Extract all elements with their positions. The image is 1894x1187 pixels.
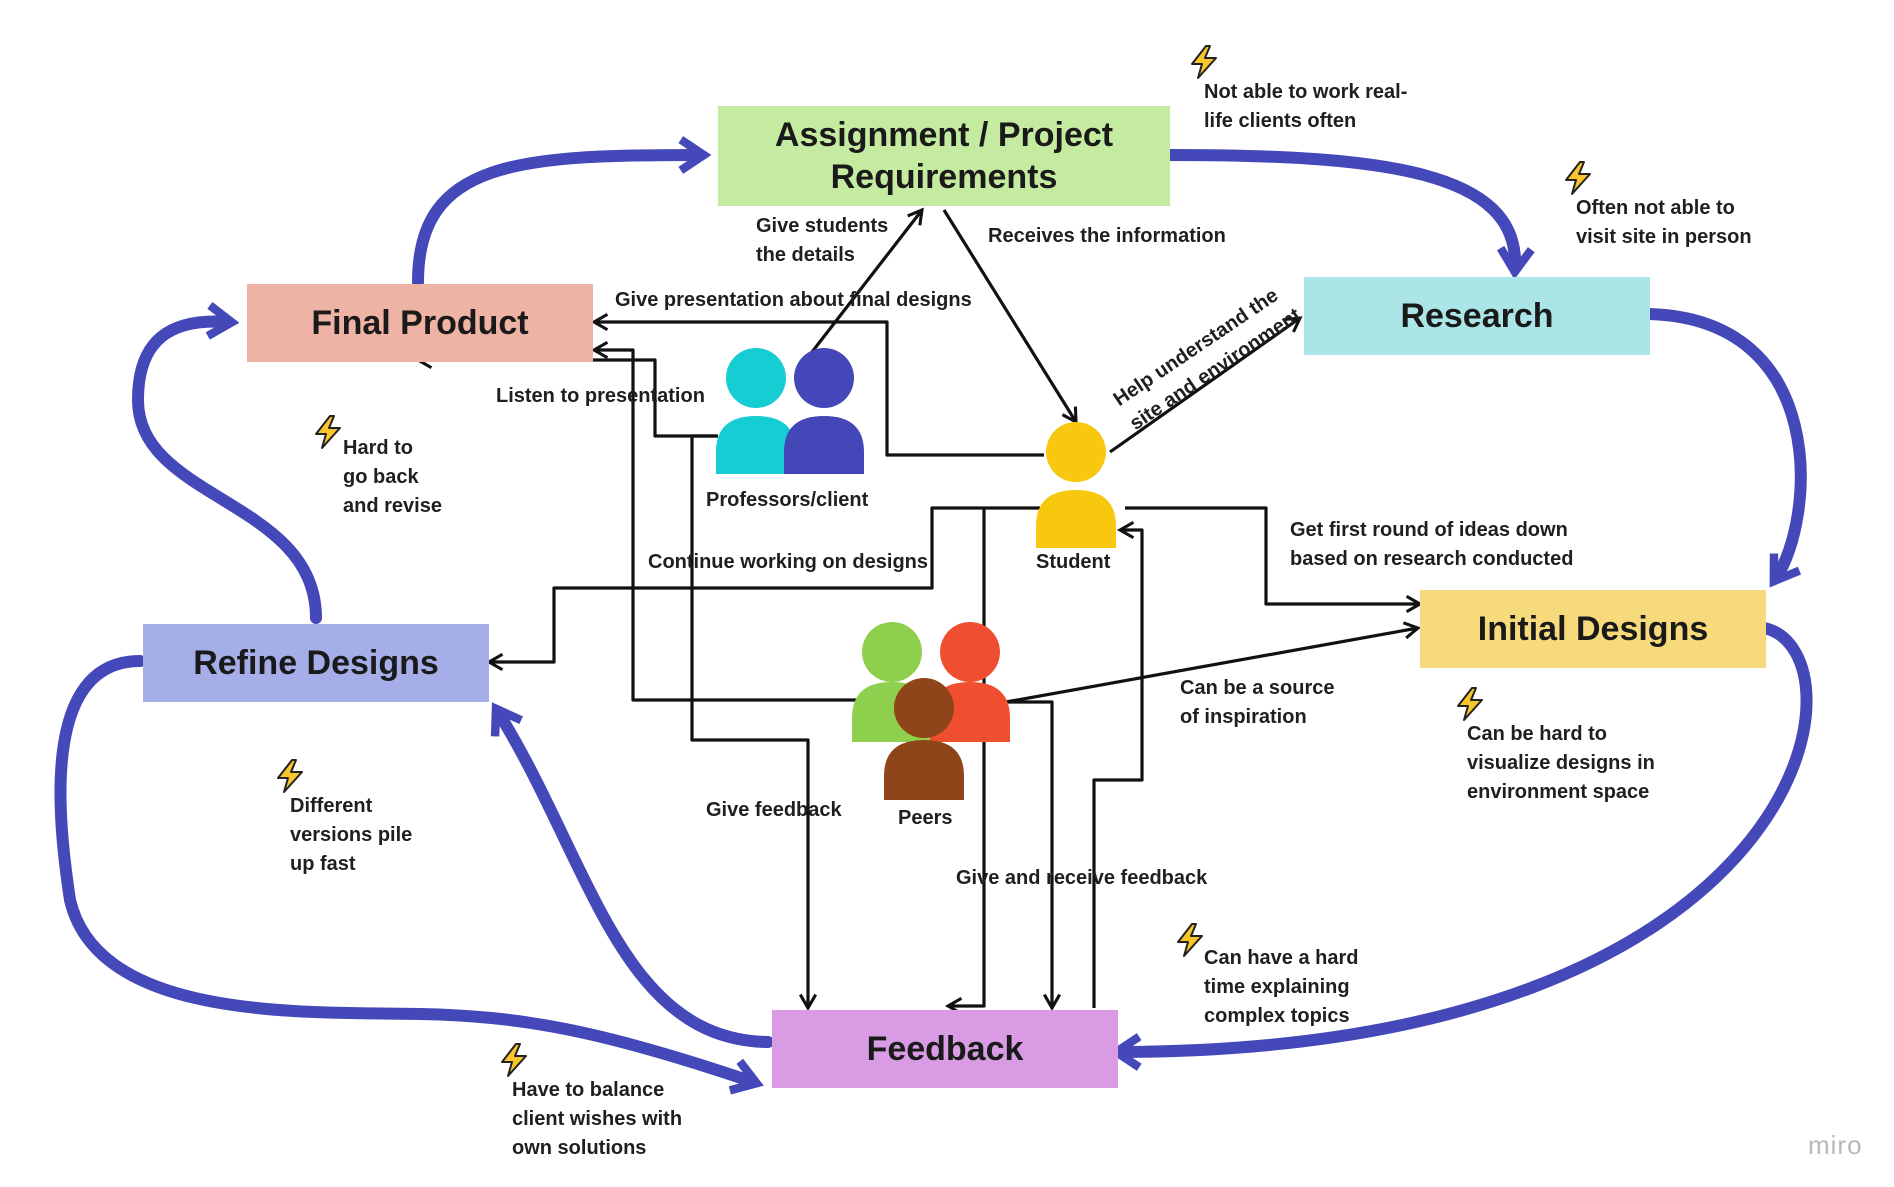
flow-initial-to-feedback bbox=[1108, 622, 1813, 1071]
edge-student-to-initial bbox=[1125, 506, 1424, 614]
professors-icon bbox=[716, 348, 864, 474]
pain-point-go-back: Hard to go back and revise bbox=[343, 437, 442, 517]
edge-feedback-to-student bbox=[1092, 520, 1144, 1008]
flow-refine-to-feedback bbox=[54, 655, 764, 1095]
actor-label-professors: Professors/client bbox=[706, 489, 869, 511]
node-initial-designs: Initial Designs bbox=[1420, 590, 1766, 668]
node-research: Research bbox=[1304, 277, 1650, 355]
edge-label-continue-working: Continue working on designs bbox=[648, 551, 928, 573]
node-assignment: Assignment / Project Requirements bbox=[718, 106, 1170, 206]
lightning-bolt-icon bbox=[277, 759, 303, 793]
edge-label-source-inspiration: Can be a source of inspiration bbox=[1180, 677, 1335, 728]
edge-student-to-research bbox=[1109, 316, 1303, 454]
edge-label-give-feedback: Give feedback bbox=[706, 799, 842, 821]
node-refine-designs: Refine Designs bbox=[143, 624, 489, 702]
node-final-product: Final Product bbox=[247, 284, 593, 362]
flow-assignment-to-research bbox=[1162, 149, 1535, 280]
lightning-bolt-icon bbox=[1565, 161, 1591, 195]
edge-label-first-round: Get first round of ideas down based on r… bbox=[1290, 519, 1574, 570]
edge-label-receives-info: Receives the information bbox=[988, 225, 1226, 247]
lightning-bolt-icon bbox=[315, 415, 341, 449]
lightning-bolt-icon bbox=[1457, 687, 1483, 721]
lightning-bolt-icon bbox=[1191, 45, 1217, 79]
student-icon bbox=[1036, 422, 1116, 548]
flow-feedback-to-refine bbox=[490, 702, 774, 1048]
edge-peers-to-feedback bbox=[1008, 700, 1062, 1012]
edge-student-to-final-product bbox=[590, 312, 1044, 457]
node-feedback: Feedback bbox=[772, 1010, 1118, 1088]
peers-icon bbox=[852, 622, 1010, 800]
pain-point-real-clients: Not able to work real- life clients ofte… bbox=[1204, 81, 1408, 132]
edge-label-give-details: Give students the details bbox=[756, 215, 889, 266]
lightning-bolt-icon bbox=[1177, 923, 1203, 957]
lightning-bolt-icon bbox=[501, 1043, 527, 1077]
pain-point-versions: Different versions pile up fast bbox=[290, 795, 413, 875]
actor-label-student: Student bbox=[1036, 551, 1111, 573]
pain-point-visit-site: Often not able to visit site in person bbox=[1576, 197, 1752, 248]
pain-point-explaining: Can have a hard time explaining complex … bbox=[1204, 947, 1359, 1027]
edge-peers-to-initial bbox=[1005, 621, 1422, 704]
actor-label-peers: Peers bbox=[898, 807, 953, 829]
edge-professors-to-feedback bbox=[690, 434, 818, 1012]
edge-professors-to-assignment bbox=[810, 207, 924, 353]
edge-label-give-receive-feedback: Give and receive feedback bbox=[956, 867, 1208, 889]
edge-label-listen-presentation: Listen to presentation bbox=[496, 385, 705, 407]
flow-final-to-assignment bbox=[412, 136, 712, 288]
pain-point-balance: Have to balance client wishes with own s… bbox=[512, 1079, 683, 1159]
edge-label-give-presentation: Give presentation about final designs bbox=[615, 289, 972, 311]
miro-logo: miro bbox=[1808, 1130, 1863, 1160]
flow-refine-to-final bbox=[131, 302, 322, 624]
edge-student-to-refine bbox=[485, 506, 1040, 672]
edge-peers-to-final-product bbox=[590, 340, 858, 702]
flow-research-to-initial bbox=[1642, 308, 1807, 588]
edge-assignment-to-student bbox=[942, 209, 1078, 425]
pain-point-visualize: Can be hard to visualize designs in envi… bbox=[1467, 723, 1655, 803]
